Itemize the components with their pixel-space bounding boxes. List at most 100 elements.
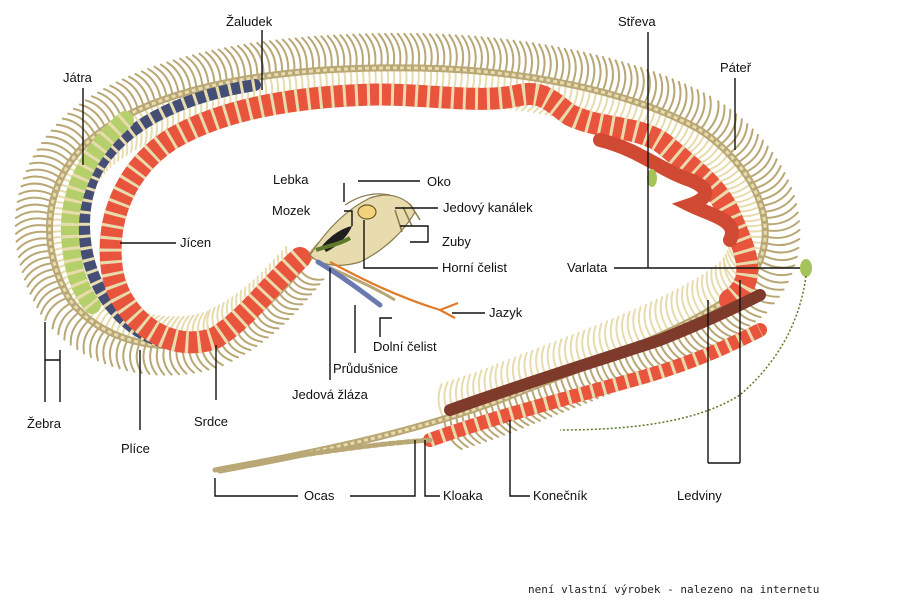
rib	[531, 42, 540, 80]
rib	[129, 340, 136, 373]
rib	[115, 336, 124, 370]
rib	[582, 51, 590, 89]
label-testes: Varlata	[567, 260, 608, 275]
rib	[16, 196, 54, 203]
rib	[636, 66, 645, 104]
intestine-coils	[593, 133, 739, 247]
rib	[630, 64, 639, 102]
rib	[601, 56, 608, 93]
rib	[763, 238, 801, 247]
rib	[557, 46, 565, 84]
rib	[624, 63, 633, 100]
rib	[78, 103, 107, 130]
rib	[121, 78, 145, 109]
rib	[437, 383, 446, 420]
leader-lines	[44, 30, 800, 497]
label-cloaca: Kloaka	[443, 488, 484, 503]
label-lower-jaw: Dolní čelist	[373, 339, 437, 354]
rib	[739, 139, 764, 169]
label-spine: Páteř	[720, 60, 752, 75]
label-venom-gland: Jedová žláza	[292, 387, 369, 402]
rib	[619, 61, 627, 98]
rectum	[423, 323, 767, 447]
tail	[212, 437, 433, 473]
rib	[576, 50, 583, 88]
rib	[298, 268, 325, 281]
spine-highlight	[48, 66, 767, 472]
rib	[14, 210, 52, 219]
rib	[333, 34, 346, 71]
label-venom-duct: Jedový kanálek	[443, 200, 533, 215]
rib	[747, 151, 774, 179]
rib	[84, 99, 112, 126]
label-lungs: Plíce	[121, 441, 150, 456]
label-trachea: Průdušnice	[333, 361, 398, 376]
rib	[122, 338, 130, 372]
rib	[135, 341, 143, 374]
rib	[18, 189, 56, 197]
label-rectum: Konečník	[533, 488, 588, 503]
label-ribs: Žebra	[27, 416, 62, 431]
rib	[760, 253, 798, 262]
tongue	[329, 261, 459, 319]
rib	[109, 84, 134, 114]
fangs	[394, 203, 421, 233]
trachea	[315, 259, 383, 308]
rib	[320, 35, 333, 71]
rib	[108, 334, 118, 367]
label-esophagus: Jícen	[180, 235, 211, 250]
rib	[743, 145, 769, 174]
rib	[518, 40, 527, 78]
rib	[115, 81, 140, 111]
skull	[309, 193, 421, 302]
label-heart: Srdce	[194, 414, 228, 429]
rib	[570, 49, 577, 86]
anatomy-labels: Žaludek Střeva Játra Páteř Lebka Oko Moz…	[27, 14, 752, 503]
rib	[613, 59, 621, 97]
rib	[128, 75, 151, 107]
venom-gland	[315, 236, 352, 252]
rib	[15, 203, 53, 211]
rib	[607, 57, 614, 95]
label-kidneys: Ledviny	[677, 488, 722, 503]
label-upper-jaw: Horní čelist	[442, 260, 507, 275]
label-stomach: Žaludek	[226, 14, 273, 29]
rib	[525, 41, 534, 79]
rib	[642, 69, 651, 106]
kidney	[444, 289, 766, 416]
rib	[142, 342, 151, 375]
rib	[589, 53, 596, 90]
rib	[762, 246, 800, 254]
rib	[352, 33, 364, 70]
rib	[563, 47, 571, 85]
label-tail: Ocas	[304, 488, 335, 503]
rib	[506, 38, 515, 76]
label-eye: Oko	[427, 174, 451, 189]
label-liver: Játra	[63, 70, 93, 85]
label-teeth: Zuby	[442, 234, 471, 249]
rib	[326, 34, 339, 71]
rib	[73, 107, 102, 133]
rib	[512, 39, 521, 77]
label-intestines: Střeva	[618, 14, 656, 29]
testis	[800, 259, 812, 277]
source-credit: není vlastní výrobek - nalezeno na inter…	[528, 583, 820, 596]
rib	[758, 259, 796, 269]
rib	[149, 343, 158, 376]
rib	[538, 43, 546, 81]
label-tongue: Jazyk	[489, 305, 523, 320]
vas-deferens	[559, 275, 807, 431]
rib	[550, 45, 559, 83]
rib	[339, 34, 352, 70]
rib	[595, 54, 602, 92]
label-brain: Mozek	[272, 203, 311, 218]
eye	[357, 204, 377, 220]
rib	[90, 95, 118, 123]
label-skull: Lebka	[273, 172, 309, 187]
rib	[22, 175, 60, 186]
liver	[60, 111, 134, 314]
digestive-tract-rib-banding	[99, 83, 759, 354]
testis	[647, 169, 657, 187]
rib	[544, 44, 552, 82]
